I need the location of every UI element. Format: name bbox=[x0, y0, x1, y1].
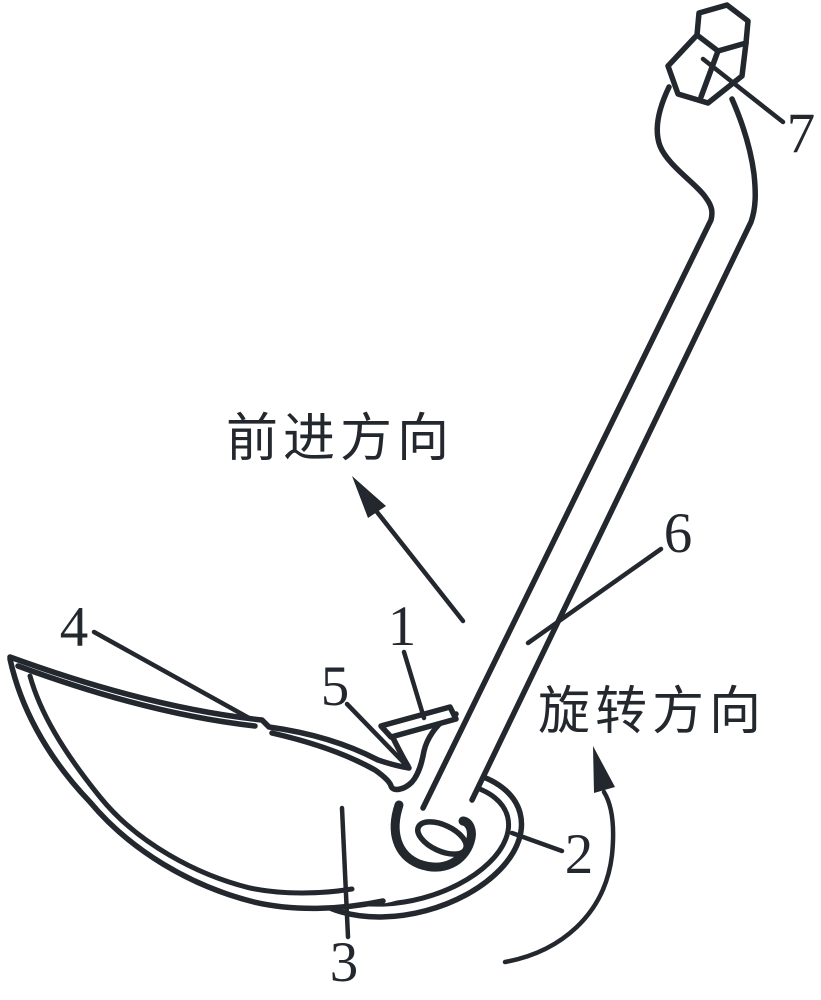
part-number-labels: 1 2 3 4 5 6 7 bbox=[60, 102, 816, 994]
forward-arrow-head bbox=[352, 476, 386, 518]
leader-line-6 bbox=[525, 546, 664, 646]
leader-line-3 bbox=[339, 805, 351, 940]
leader-line-5 bbox=[344, 701, 411, 770]
blade-edge-bevel-line bbox=[15, 663, 258, 729]
blade-cutting-edge bbox=[7, 654, 412, 771]
part-label-3: 3 bbox=[330, 931, 359, 994]
rotation-arrow-arc bbox=[502, 789, 616, 965]
rotation-direction-text: 旋转方向 bbox=[538, 682, 766, 742]
part-label-4: 4 bbox=[60, 596, 89, 659]
leader-line-7 bbox=[700, 56, 786, 125]
forward-arrow-line bbox=[374, 509, 466, 624]
leader-line-1 bbox=[401, 649, 427, 721]
shank-end-cap bbox=[415, 819, 469, 857]
blade-body bbox=[10, 657, 460, 906]
shank-right-edge bbox=[469, 96, 758, 803]
rotation-direction-annotation: 旋转方向 bbox=[502, 682, 766, 965]
part-label-2: 2 bbox=[565, 823, 594, 886]
blade-outer-contour bbox=[7, 656, 386, 912]
part-label-6: 6 bbox=[664, 502, 693, 565]
hex-head bbox=[665, 2, 751, 106]
part-label-7: 7 bbox=[787, 102, 816, 165]
rotation-arrow-head bbox=[593, 746, 615, 793]
shank-body bbox=[423, 87, 756, 808]
sickle-blade bbox=[7, 654, 460, 912]
leader-line-4 bbox=[91, 629, 252, 721]
leader-line-2 bbox=[509, 830, 565, 854]
part-label-1: 1 bbox=[388, 595, 417, 658]
forward-direction-annotation: 前进方向 bbox=[226, 409, 466, 624]
boss-collar bbox=[390, 800, 476, 872]
part-label-5: 5 bbox=[321, 655, 350, 718]
leader-lines bbox=[91, 56, 786, 940]
hub-boss bbox=[390, 800, 476, 872]
shank bbox=[420, 84, 758, 811]
mounting-tab bbox=[378, 704, 459, 740]
blade-thickness-line bbox=[27, 673, 355, 896]
hex-head-corner-edge bbox=[698, 48, 721, 100]
blade-bevel-lower-line bbox=[269, 711, 459, 793]
hex-head-silhouette bbox=[665, 2, 751, 106]
shank-left-edge bbox=[420, 84, 715, 811]
forward-direction-text: 前进方向 bbox=[226, 409, 454, 469]
